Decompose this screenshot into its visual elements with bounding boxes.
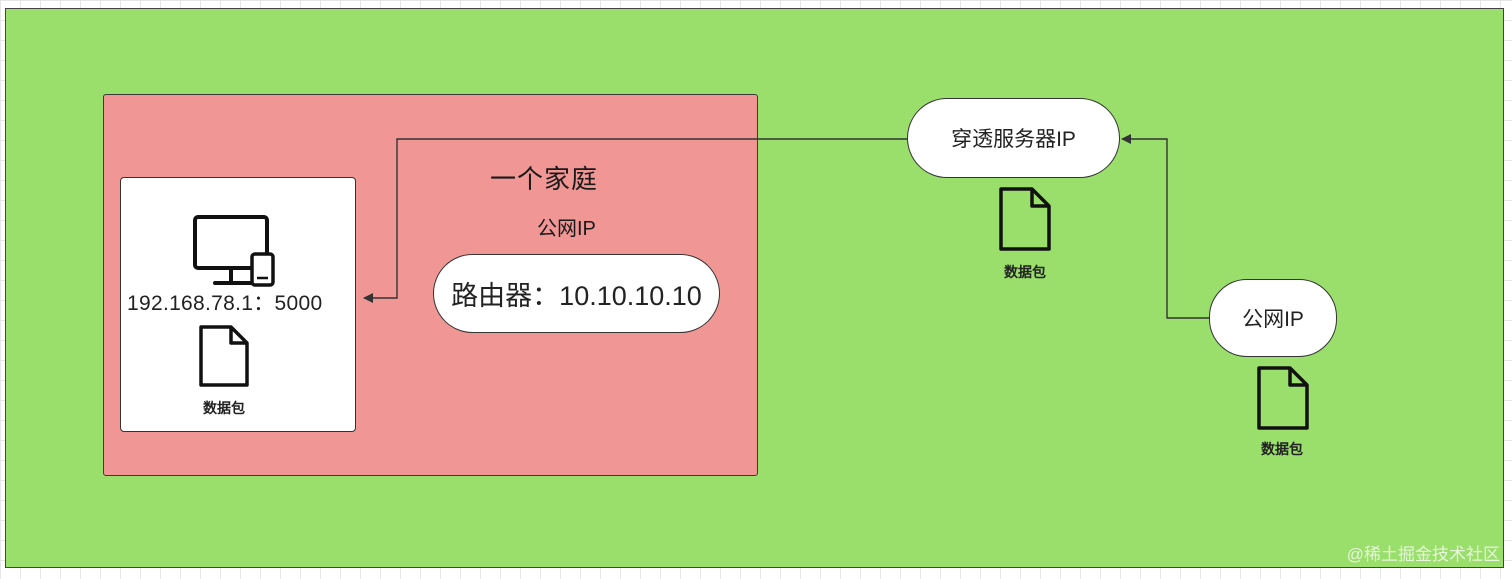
home-public-ip-label: 公网IP xyxy=(537,218,596,240)
router-node: 路由器：10.10.10.10 xyxy=(433,254,720,333)
packet-document-icon xyxy=(999,187,1051,251)
edge-server-to-device xyxy=(363,138,907,303)
packet-label: 数据包 xyxy=(1004,264,1046,280)
public-ip-node: 公网IP xyxy=(1209,279,1337,357)
computer-phone-icon xyxy=(193,215,275,287)
server-label: 穿透服务器IP xyxy=(951,128,1076,151)
packet-document-icon xyxy=(199,325,249,387)
server-node: 穿透服务器IP xyxy=(907,98,1120,178)
public-ip-node-label: 公网IP xyxy=(1242,308,1304,331)
packet-label: 数据包 xyxy=(203,400,245,416)
device-box xyxy=(120,177,356,432)
edge-public-ip-to-server xyxy=(1121,134,1209,319)
router-label: 路由器：10.10.10.10 xyxy=(451,281,702,311)
watermark: @稀土掘金技术社区 xyxy=(1346,545,1500,564)
packet-label: 数据包 xyxy=(1261,441,1303,457)
device-address: 192.168.78.1：5000 xyxy=(127,292,323,315)
home-title: 一个家庭 xyxy=(490,164,599,194)
packet-document-icon xyxy=(1257,366,1309,430)
